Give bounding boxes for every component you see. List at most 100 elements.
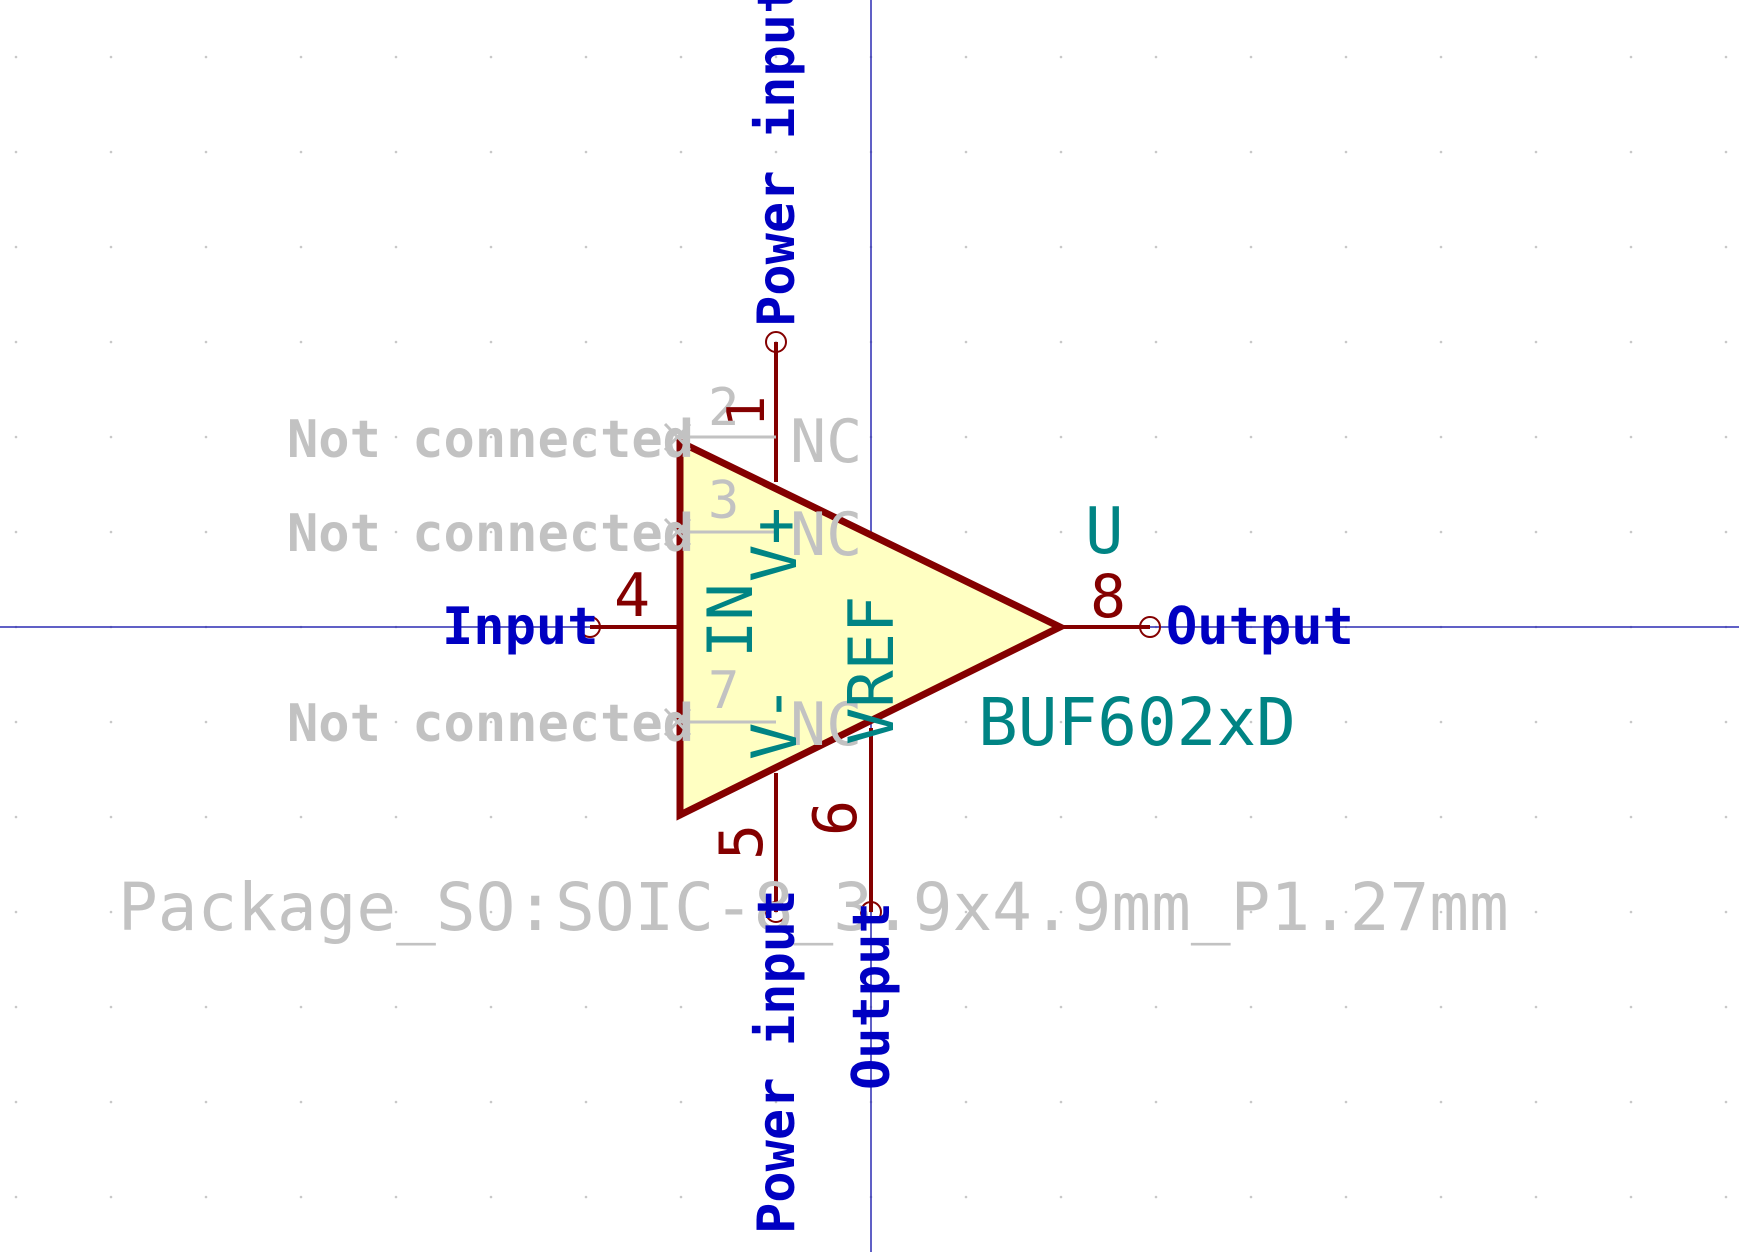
grid-dot [679,1195,683,1199]
grid-dot [299,1195,303,1199]
grid-dot [299,815,303,819]
grid-dot [1344,1100,1348,1104]
grid-dot [1439,340,1443,344]
grid-dot [1724,1005,1728,1009]
grid-dot [1724,150,1728,154]
grid-dot [299,435,303,439]
grid-dot [109,1100,113,1104]
grid-dot [1629,1100,1633,1104]
grid-dot [1154,720,1158,724]
pin-3-number: 3 [708,471,739,531]
pin-1-name: NC [790,407,862,477]
grid-dot [1629,910,1633,914]
grid-dot [299,245,303,249]
grid-dot [1724,1100,1728,1104]
grid-dot [204,340,208,344]
grid-dot [1154,435,1158,439]
grid-dot [1724,435,1728,439]
grid-dot [1249,1100,1253,1104]
grid-dot [1629,815,1633,819]
grid-dot [1534,150,1538,154]
grid-dot [204,530,208,534]
grid-dot [584,530,588,534]
grid-dot [109,245,113,249]
grid-dot [14,815,18,819]
grid-dot [679,340,683,344]
pin-6-number: 6 [801,800,871,836]
grid-dot [1249,1195,1253,1199]
grid-dot [394,55,398,59]
grid-dot [584,1195,588,1199]
grid-dot [489,150,493,154]
grid-dot [1534,1195,1538,1199]
grid-dot [489,815,493,819]
value-field[interactable]: BUF602xD [978,684,1296,761]
grid-dot [1344,910,1348,914]
grid-dot [109,340,113,344]
grid-dot [1059,1195,1063,1199]
grid-dot [109,720,113,724]
pin-6-endpoint[interactable] [860,901,882,923]
grid-dot [1249,245,1253,249]
grid-dot [1059,55,1063,59]
grid-dot [964,55,968,59]
grid-dot [964,1195,968,1199]
grid-dot [1439,1100,1443,1104]
grid-dot [204,245,208,249]
grid-dot [1344,55,1348,59]
pin-8-type: Output [1166,597,1354,657]
pin-3-type: Not connected [287,504,694,564]
grid-dot [1059,340,1063,344]
nc-x-marker-pin-3 [663,517,692,547]
grid-dot [1344,720,1348,724]
grid-dot [14,55,18,59]
pin-1-number: 1 [717,396,777,427]
grid-dot [489,245,493,249]
pin-5-number: 5 [707,824,777,860]
grid-dot [679,55,683,59]
pin-1-endpoint[interactable] [765,331,787,353]
grid-dot [1059,1005,1063,1009]
grid-dot [489,1100,493,1104]
pin-7-number: 7 [708,661,739,721]
grid-dot [584,435,588,439]
grid-dot [1439,910,1443,914]
reference-designator[interactable]: U [1085,495,1124,569]
grid-dot [774,150,778,154]
grid-dot [1534,245,1538,249]
grid-dot [1629,55,1633,59]
grid-dot [14,1005,18,1009]
grid-dot [1249,720,1253,724]
grid-dot [1249,435,1253,439]
grid-dot [14,720,18,724]
grid-dot [14,340,18,344]
pin-3-name: NC [790,500,862,570]
pin-4-endpoint[interactable] [579,616,601,638]
grid-dot [1629,1005,1633,1009]
grid-dot [394,340,398,344]
grid-dot [394,1195,398,1199]
grid-dot [299,530,303,534]
grid-dot [394,435,398,439]
pin-8-endpoint[interactable] [1139,616,1161,638]
grid-dot [1724,1195,1728,1199]
grid-dot [1344,245,1348,249]
footprint-field[interactable]: Package_SO:SOIC-8_3.9x4.9mm_P1.27mm [118,869,1509,946]
grid-dot [679,1100,683,1104]
grid-dot [1439,530,1443,534]
grid-dot [584,55,588,59]
grid-dot [204,1100,208,1104]
pin-5-endpoint[interactable] [765,901,787,923]
grid-dot [1344,150,1348,154]
grid-dot [964,1005,968,1009]
grid-dot [584,1100,588,1104]
grid-dot [1154,245,1158,249]
pin-4-number: 4 [614,561,650,631]
grid-dot [1059,150,1063,154]
grid-dot [109,435,113,439]
pin-4-type: Input [442,597,599,657]
grid-dot [964,1100,968,1104]
grid-dot [1724,340,1728,344]
grid-dot [1439,1005,1443,1009]
